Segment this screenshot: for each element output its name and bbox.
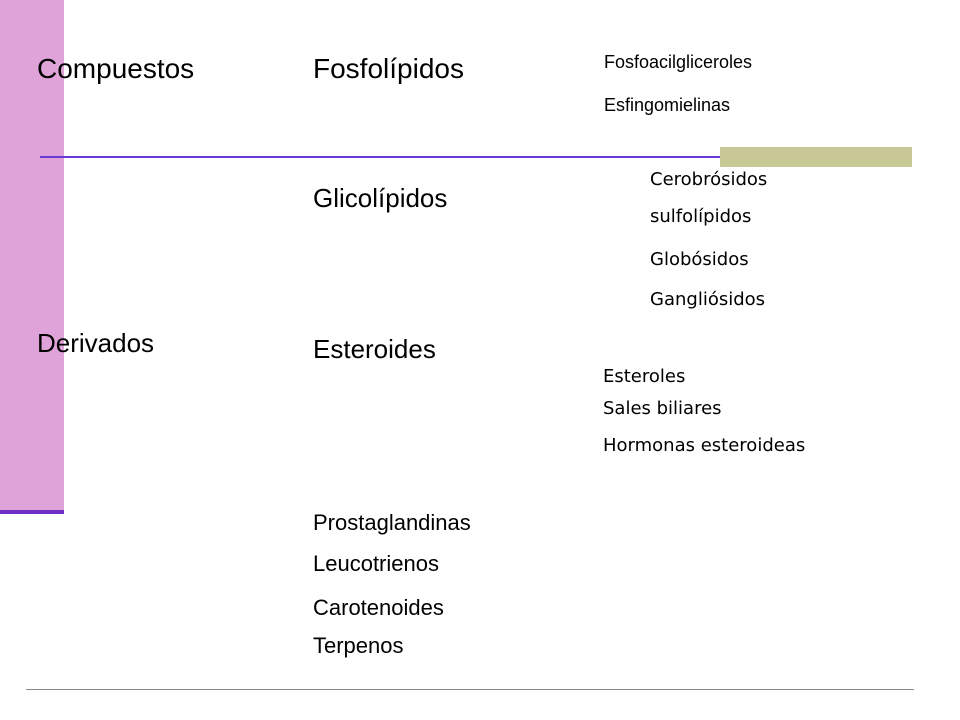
- accent-box: [720, 147, 912, 167]
- item-esteroles: Esteroles: [603, 366, 686, 387]
- item-cerobrosidos: Cerobrósidos: [650, 169, 768, 190]
- footer-divider: [26, 689, 914, 690]
- section-divider: [40, 156, 912, 158]
- heading-compuestos: Compuestos: [37, 53, 195, 84]
- item-esfingomielinas: Esfingomielinas: [604, 95, 731, 115]
- item-gangliosidos: Gangliósidos: [650, 289, 766, 310]
- item-leucotrienos: Leucotrienos: [313, 551, 439, 576]
- item-hormonas-esteroideas: Hormonas esteroideas: [603, 435, 806, 456]
- item-globosidos: Globósidos: [650, 249, 749, 270]
- item-terpenos: Terpenos: [313, 633, 404, 658]
- left-accent-bar-underline: [0, 510, 64, 514]
- item-sulfolipidos: sulfolípidos: [650, 206, 752, 227]
- item-prostaglandinas: Prostaglandinas: [313, 510, 471, 535]
- item-carotenoides: Carotenoides: [313, 595, 444, 620]
- item-sales-biliares: Sales biliares: [603, 398, 722, 419]
- left-accent-bar: [0, 0, 64, 510]
- heading-derivados: Derivados: [37, 328, 155, 358]
- heading-esteroides: Esteroides: [313, 334, 436, 364]
- heading-glicolipidos: Glicolípidos: [313, 183, 448, 213]
- heading-fosfolipidos: Fosfolípidos: [313, 53, 464, 84]
- item-fosfoacilgliceroles: Fosfoacilgliceroles: [604, 52, 753, 72]
